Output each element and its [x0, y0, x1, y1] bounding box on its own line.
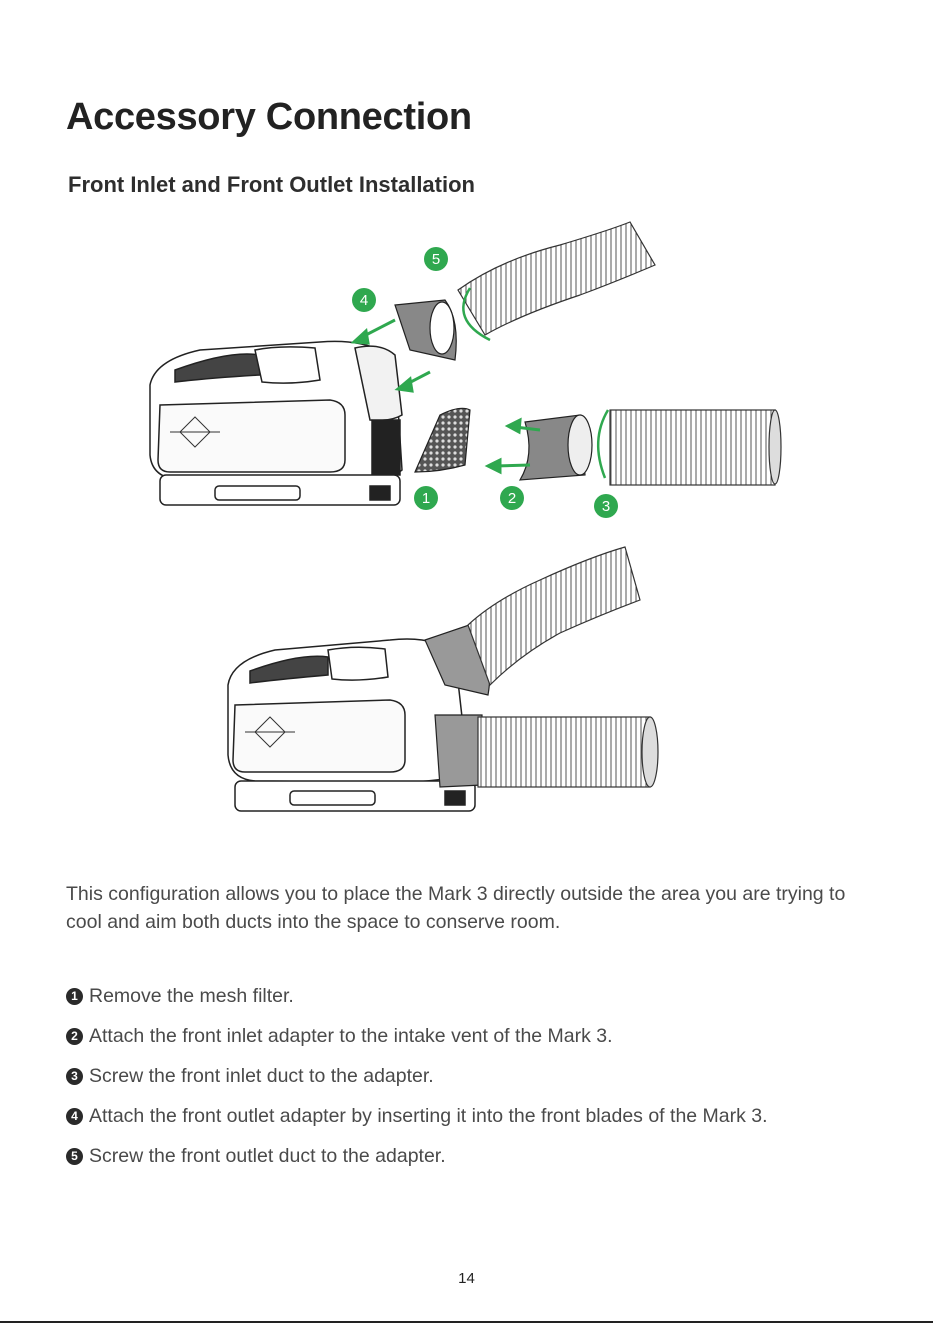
svg-text:5: 5 — [432, 251, 440, 268]
step-text: Remove the mesh filter. — [89, 984, 294, 1007]
assembled-unit-illustration — [227, 546, 659, 812]
mesh-filter — [414, 407, 471, 473]
callout-3: 3 — [594, 494, 618, 518]
step-4: 4 Attach the front outlet adapter by inse… — [66, 1096, 768, 1136]
svg-text:3: 3 — [602, 498, 610, 515]
step-5: 5 Screw the front outlet duct to the adap… — [66, 1136, 768, 1176]
step-text: Attach the front outlet adapter by inser… — [89, 1104, 768, 1127]
outlet-hose — [457, 221, 656, 336]
step-1: 1 Remove the mesh filter. — [66, 976, 768, 1016]
callout-2: 2 — [500, 486, 524, 510]
step-text: Screw the front inlet duct to the adapte… — [89, 1064, 434, 1087]
step-text: Attach the front inlet adapter to the in… — [89, 1024, 613, 1047]
step-number-badge: 4 — [66, 1107, 83, 1125]
section-subtitle: Front Inlet and Front Outlet Installatio… — [68, 172, 475, 197]
exploded-assembly-illustration: 1 2 3 4 5 — [149, 221, 782, 518]
page-number: 14 — [458, 1270, 475, 1287]
step-number-badge: 5 — [66, 1147, 83, 1165]
step-text: Screw the front outlet duct to the adapt… — [89, 1144, 446, 1167]
callout-4: 4 — [352, 288, 376, 312]
intro-paragraph: This configuration allows you to place t… — [66, 883, 846, 933]
bottom-rule — [0, 1321, 933, 1323]
page-title: Accessory Connection — [66, 96, 472, 138]
step-2: 2 Attach the front inlet adapter to the i… — [66, 1016, 768, 1056]
callout-1: 1 — [414, 486, 438, 510]
step-number-badge: 3 — [66, 1067, 83, 1085]
svg-text:1: 1 — [422, 490, 430, 507]
step-number-badge: 1 — [66, 987, 83, 1005]
inlet-hose — [609, 409, 776, 486]
svg-text:4: 4 — [360, 292, 368, 309]
svg-text:2: 2 — [508, 490, 516, 507]
cooler-unit — [149, 340, 403, 506]
callout-5: 5 — [424, 247, 448, 271]
step-number-badge: 2 — [66, 1027, 83, 1045]
step-3: 3 Screw the front inlet duct to the adapt… — [66, 1056, 768, 1096]
